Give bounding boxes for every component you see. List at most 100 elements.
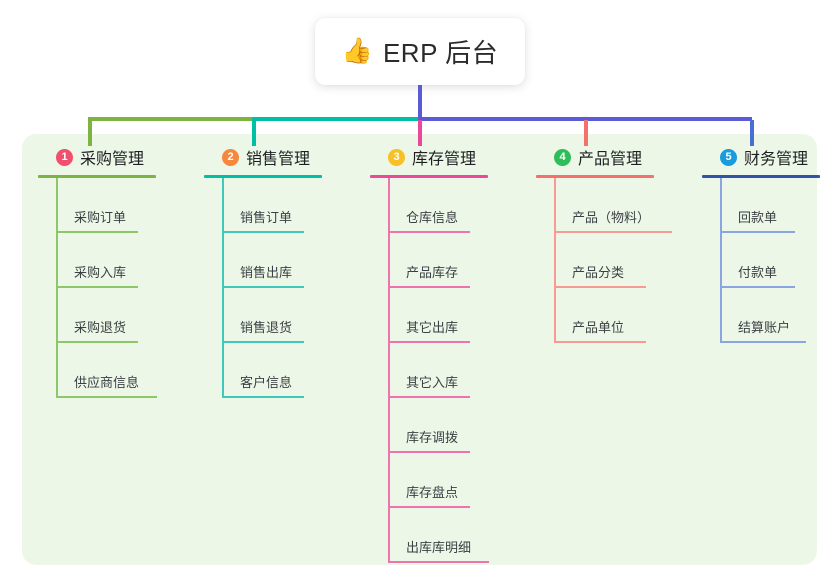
- branch-column-2: 2 销售管理销售订单销售出库销售退货客户信息: [204, 144, 364, 398]
- branch-item-underline: [388, 396, 470, 398]
- branch-underline: [370, 175, 488, 178]
- branch-item[interactable]: 产品库存: [370, 233, 530, 288]
- branch-underline: [702, 175, 820, 178]
- root-node-title: ERP 后台: [382, 38, 499, 68]
- branch-title: 财务管理: [744, 151, 809, 168]
- branch-underline: [536, 175, 654, 178]
- connector-drop-5: [750, 120, 754, 146]
- branch-item-label: 结算账户: [738, 320, 791, 335]
- branch-item-underline: [222, 231, 304, 233]
- branch-item[interactable]: 出库库明细: [370, 508, 530, 563]
- branch-item[interactable]: 结算账户: [702, 288, 839, 343]
- branch-item-underline: [720, 231, 795, 233]
- branch-item-label: 销售退货: [240, 320, 293, 335]
- branch-item[interactable]: 付款单: [702, 233, 839, 288]
- branch-title: 销售管理: [246, 151, 311, 168]
- branch-item-label: 采购退货: [74, 320, 127, 335]
- branch-item-underline: [56, 396, 157, 398]
- branch-item[interactable]: 仓库信息: [370, 178, 530, 233]
- branch-header-2[interactable]: 2 销售管理: [204, 144, 364, 170]
- branch-item-label: 产品单位: [572, 320, 625, 335]
- branch-item-list: 回款单付款单结算账户: [702, 178, 839, 343]
- branch-item-label: 回款单: [738, 210, 778, 225]
- branch-item-label: 供应商信息: [74, 375, 140, 390]
- branch-item-underline: [388, 231, 470, 233]
- branch-item-underline: [720, 341, 806, 343]
- branch-item-underline: [56, 286, 138, 288]
- branch-rail: [554, 178, 556, 343]
- branch-item-list: 销售订单销售出库销售退货客户信息: [204, 178, 364, 398]
- branch-number-badge: 1: [56, 148, 73, 166]
- branch-item[interactable]: 销售退货: [204, 288, 364, 343]
- connector-drop-2: [252, 120, 256, 146]
- branch-item-list: 仓库信息产品库存其它出库其它入库库存调拨库存盘点出库库明细: [370, 178, 530, 563]
- connector-drop-1: [88, 120, 92, 146]
- branch-item-label: 库存调拨: [406, 430, 459, 445]
- branch-item-label: 客户信息: [240, 375, 293, 390]
- branch-rail: [388, 178, 390, 563]
- connector-bus-segment-2: [252, 117, 420, 121]
- connector-drop-4: [584, 120, 588, 146]
- branch-item-label: 产品库存: [406, 265, 459, 280]
- branch-item-label: 付款单: [738, 265, 778, 280]
- branch-item[interactable]: 供应商信息: [38, 343, 198, 398]
- connector-drop-3: [418, 120, 422, 146]
- connector-bus-segment-1: [88, 117, 254, 121]
- thumbs-up-icon: 👍: [341, 37, 373, 65]
- branch-item-label: 采购订单: [74, 210, 127, 225]
- branch-item[interactable]: 销售订单: [204, 178, 364, 233]
- branch-item[interactable]: 其它出库: [370, 288, 530, 343]
- branch-rail: [222, 178, 224, 398]
- branch-number-badge: 2: [222, 148, 239, 166]
- branch-header-1[interactable]: 1 采购管理: [38, 144, 198, 170]
- branch-item-underline: [56, 231, 138, 233]
- branch-item-underline: [222, 341, 304, 343]
- branch-item-label: 产品分类: [572, 265, 625, 280]
- branch-item-label: 出库库明细: [406, 540, 472, 555]
- branch-item-underline: [56, 341, 138, 343]
- branch-item[interactable]: 采购退货: [38, 288, 198, 343]
- branch-item[interactable]: 库存调拨: [370, 398, 530, 453]
- branch-column-3: 3 库存管理仓库信息产品库存其它出库其它入库库存调拨库存盘点出库库明细: [370, 144, 530, 563]
- branch-item-underline: [554, 341, 646, 343]
- branch-item[interactable]: 采购订单: [38, 178, 198, 233]
- branch-title: 库存管理: [412, 151, 477, 168]
- branch-item-underline: [222, 286, 304, 288]
- branch-rail: [720, 178, 722, 343]
- root-node[interactable]: 👍 ERP 后台: [315, 18, 525, 85]
- branch-item[interactable]: 产品分类: [536, 233, 706, 288]
- branch-underline: [204, 175, 322, 178]
- branch-item[interactable]: 客户信息: [204, 343, 364, 398]
- branch-item[interactable]: 产品（物料）: [536, 178, 706, 233]
- branch-item[interactable]: 库存盘点: [370, 453, 530, 508]
- root-connector-drop: [418, 85, 422, 120]
- branch-item[interactable]: 产品单位: [536, 288, 706, 343]
- branch-item-underline: [554, 231, 672, 233]
- branch-number-badge: 3: [388, 148, 405, 166]
- branch-item-underline: [554, 286, 646, 288]
- branch-column-1: 1 采购管理采购订单采购入库采购退货供应商信息: [38, 144, 198, 398]
- branch-item[interactable]: 销售出库: [204, 233, 364, 288]
- branch-item-label: 其它入库: [406, 375, 459, 390]
- branch-item-underline: [388, 341, 470, 343]
- connector-bus-segment-3: [418, 117, 752, 121]
- branch-header-3[interactable]: 3 库存管理: [370, 144, 530, 170]
- branch-item[interactable]: 其它入库: [370, 343, 530, 398]
- branch-underline: [38, 175, 156, 178]
- branch-item-underline: [388, 561, 489, 563]
- branch-item[interactable]: 回款单: [702, 178, 839, 233]
- branch-item-underline: [720, 286, 795, 288]
- branch-item-label: 产品（物料）: [572, 210, 651, 225]
- branch-item[interactable]: 采购入库: [38, 233, 198, 288]
- branch-item-label: 其它出库: [406, 320, 459, 335]
- branch-title: 产品管理: [578, 151, 643, 168]
- branches-panel: [22, 134, 817, 565]
- branch-title: 采购管理: [80, 151, 145, 168]
- branch-item-label: 采购入库: [74, 265, 127, 280]
- branch-item-underline: [388, 286, 470, 288]
